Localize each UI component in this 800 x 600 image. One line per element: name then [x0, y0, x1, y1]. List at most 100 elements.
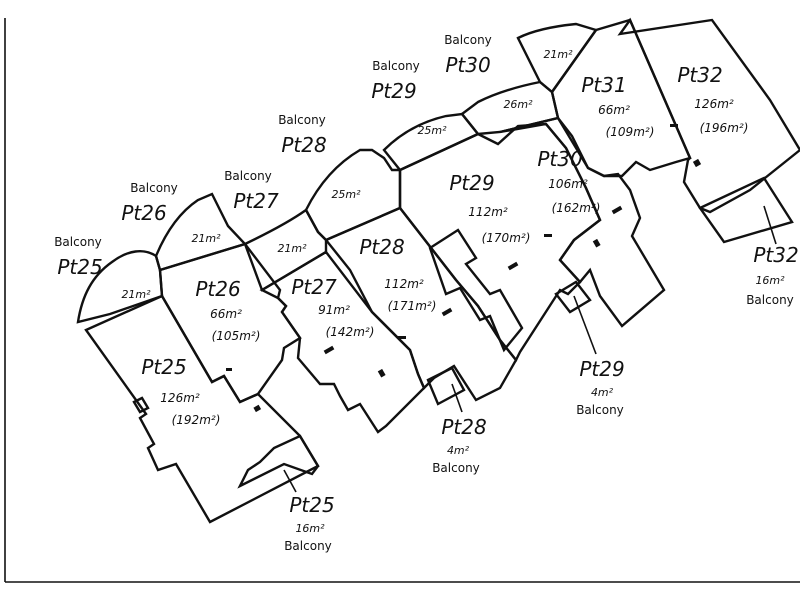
fixture-mark	[611, 205, 623, 215]
balcony-area: 21m²	[121, 288, 151, 301]
balcony-owner: Pt30	[445, 53, 490, 77]
fixture-mark	[670, 124, 678, 127]
balcony-word: Balcony	[576, 403, 624, 417]
balcony-area: 21m²	[191, 232, 221, 245]
balcony-outline-pt31-top	[516, 22, 598, 94]
balcony-outline-pt28-bottom	[426, 366, 466, 406]
unit-bay-pt28	[428, 228, 524, 353]
balcony-word: Balcony	[444, 33, 492, 47]
fixture-marks	[226, 124, 702, 413]
balcony-owner: Pt25	[289, 493, 334, 517]
balcony-owner: Pt26	[121, 201, 166, 225]
unit-label-pt32: Pt32 126m² (196m²)	[677, 63, 748, 135]
balcony-outline-pt29-top	[382, 112, 480, 172]
balcony-outline-pt29-bottom	[554, 280, 592, 314]
unit-area-total: (192m²)	[172, 413, 221, 427]
balcony-label-pt30-top: Balcony Pt30 26m²	[444, 33, 533, 111]
fixture-mark	[441, 307, 453, 317]
balcony-label-pt25-bottom: Pt25 16m² Balcony	[284, 493, 334, 553]
leader-line-pt25	[283, 469, 297, 493]
balcony-label-pt26-top: Balcony Pt26 21m²	[121, 181, 221, 245]
unit-area-total: (105m²)	[212, 329, 261, 343]
balcony-owner: Pt28	[281, 133, 326, 157]
balcony-label-pt29-bottom: Pt29 4m² Balcony	[576, 357, 624, 417]
unit-label-pt27: Pt27 91m² (142m²)	[291, 275, 374, 339]
balcony-label-pt27-top: Balcony Pt27 21m²	[224, 169, 307, 255]
balcony-area: 21m²	[277, 242, 307, 255]
balcony-area: 16m²	[755, 274, 785, 287]
balcony-word: Balcony	[278, 113, 326, 127]
fixture-mark	[398, 336, 406, 339]
fixture-mark	[377, 368, 386, 378]
fixture-mark	[253, 404, 262, 413]
balcony-outline-pt30-top	[460, 80, 560, 136]
balcony-outline-pt28-top	[304, 148, 402, 242]
unit-name: Pt26	[195, 277, 240, 301]
unit-name: Pt25	[141, 355, 186, 379]
balcony-word: Balcony	[432, 461, 480, 475]
unit-door-pt25	[132, 396, 150, 414]
balcony-outline-pt26-top	[154, 192, 248, 272]
unit-label-pt28: Pt28 112m² (171m²)	[359, 235, 436, 313]
unit-area: 106m²	[548, 177, 588, 191]
unit-area-total: (162m²)	[552, 201, 601, 215]
fixture-mark	[544, 234, 552, 237]
unit-area: 66m²	[210, 307, 242, 321]
balcony-word: Balcony	[54, 235, 102, 249]
unit-outline-pt25	[84, 294, 320, 524]
balcony-area: 26m²	[503, 98, 533, 111]
balcony-word: Balcony	[130, 181, 178, 195]
balcony-outline-pt25-bottom	[237, 434, 320, 489]
unit-area-total: (109m²)	[606, 125, 655, 139]
balcony-label-pt28-bottom: Pt28 4m² Balcony	[432, 415, 486, 475]
balcony-area: 16m²	[295, 522, 325, 535]
leader-line-pt28	[451, 383, 463, 413]
balcony-area: 4m²	[447, 444, 470, 457]
fixture-mark	[507, 261, 519, 271]
fixture-mark	[592, 238, 601, 248]
balcony-owner: Pt28	[441, 415, 486, 439]
fixture-mark	[323, 345, 335, 355]
balcony-owner: Pt29	[371, 79, 416, 103]
balcony-outline-pt32-bottom	[698, 176, 794, 244]
unit-label-pt25: Pt25 126m² (192m²)	[141, 355, 220, 427]
balcony-owner: Pt27	[233, 189, 279, 213]
balcony-area: 25m²	[331, 188, 361, 201]
unit-area: 126m²	[160, 391, 200, 405]
unit-label-pt30: Pt30 106m² (162m²)	[537, 147, 600, 215]
balcony-owner: Pt32	[753, 243, 798, 267]
unit-label-pt29: Pt29 112m² (170m²)	[449, 171, 530, 245]
balcony-word: Balcony	[224, 169, 272, 183]
unit-area: 126m²	[694, 97, 734, 111]
unit-area: 112m²	[384, 277, 424, 291]
balcony-area: 21m²	[543, 48, 573, 61]
balcony-owner: Pt29	[579, 357, 624, 381]
unit-area: 91m²	[318, 303, 350, 317]
leader-line-pt29	[573, 295, 597, 355]
fixture-mark	[692, 158, 702, 168]
balcony-word: Balcony	[372, 59, 420, 73]
balcony-outline-pt27-top	[243, 208, 328, 292]
unit-name: Pt30	[537, 147, 582, 171]
balcony-label-pt31-top: 21m²	[543, 48, 573, 61]
balcony-label-pt25-top: Balcony Pt25 21m²	[54, 235, 151, 301]
balcony-word: Balcony	[746, 293, 794, 307]
unit-area-total: (196m²)	[700, 121, 749, 135]
unit-name: Pt28	[359, 235, 404, 259]
unit-area-total: (142m²)	[326, 325, 375, 339]
balcony-area: 4m²	[591, 386, 614, 399]
unit-area-total: (170m²)	[482, 231, 531, 245]
unit-outline-pt32	[617, 17, 800, 214]
unit-area-total: (171m²)	[388, 299, 437, 313]
unit-label-pt31: Pt31 66m² (109m²)	[581, 73, 654, 139]
unit-label-pt26: Pt26 66m² (105m²)	[195, 277, 260, 343]
balcony-label-pt28-top: Balcony Pt28 25m²	[278, 113, 361, 201]
unit-name: Pt29	[449, 171, 494, 195]
balcony-area: 25m²	[417, 124, 447, 137]
unit-name: Pt32	[677, 63, 722, 87]
unit-name: Pt27	[291, 275, 337, 299]
unit-name: Pt31	[581, 73, 626, 97]
balcony-label-pt29-top: Balcony Pt29 25m²	[371, 59, 447, 137]
balcony-label-pt32-bottom: Pt32 16m² Balcony	[746, 243, 798, 307]
